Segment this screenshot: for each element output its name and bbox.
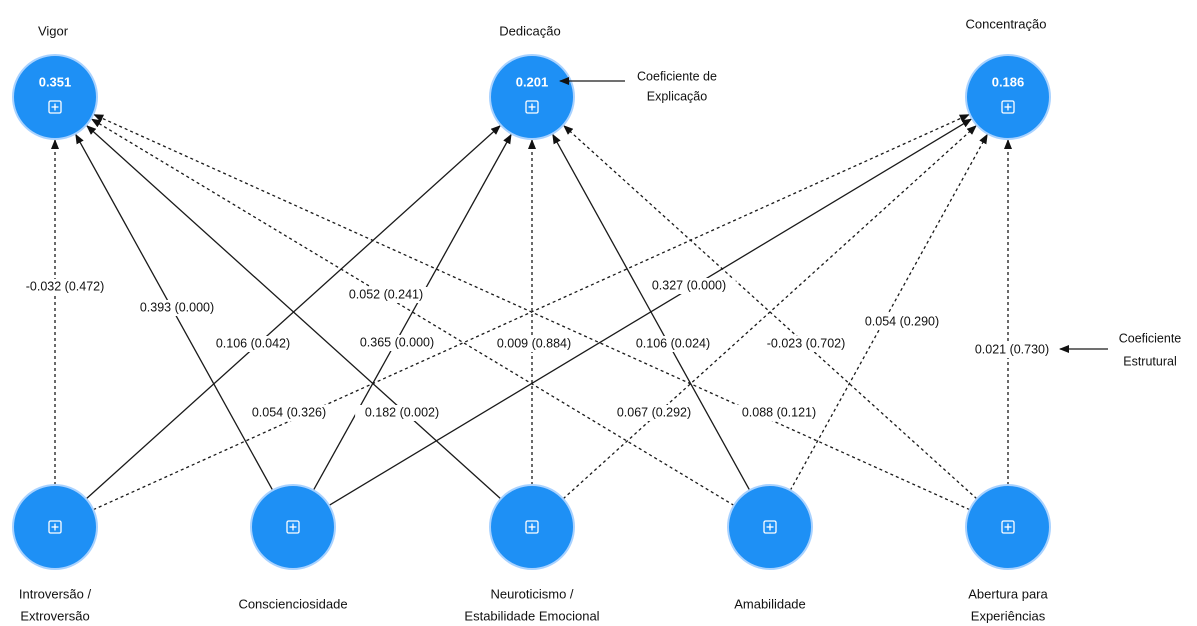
edge-introversao-to-dedicacao — [85, 125, 501, 500]
node-circle[interactable] — [12, 54, 98, 140]
edge-label-background — [755, 336, 857, 352]
edge-label-background — [355, 405, 449, 421]
edge-labels-layer: -0.032 (0.472) 0.393 (0.000) 0.182 (0.002)… — [14, 278, 1059, 421]
node-label-line: Amabilidade — [734, 596, 806, 611]
annotation-text-line: Explicação — [647, 89, 707, 103]
edge-label-group: -0.023 (0.702) — [755, 336, 857, 352]
node-label: Concentração — [966, 16, 1047, 31]
node-conscienciosidade[interactable]: Conscienciosidade — [238, 484, 348, 611]
node-label: Vigor — [38, 23, 69, 38]
edge-label-group: 0.021 (0.730) — [965, 342, 1059, 358]
annotations-layer: Coeficiente de ExplicaçãoCoeficienteEstru… — [559, 69, 1182, 368]
edge-label-group: 0.182 (0.002) — [355, 405, 449, 421]
node-circle[interactable] — [489, 54, 575, 140]
edge-label-background — [350, 335, 444, 351]
edge-label-background — [965, 342, 1059, 358]
node-label-line: Neuroticismo / — [490, 586, 573, 601]
edge-label-group: 0.088 (0.121) — [732, 405, 826, 421]
edge-label: -0.023 (0.702) — [767, 336, 846, 350]
node-dedicacao[interactable]: 0.201 Dedicação — [489, 23, 575, 140]
node-label-line: Abertura para — [968, 586, 1048, 601]
expand-icon[interactable] — [525, 520, 539, 534]
edge-label-background — [206, 336, 300, 352]
node-circle[interactable] — [965, 54, 1051, 140]
edge-label: 0.009 (0.884) — [497, 336, 571, 350]
expand-icon[interactable] — [1001, 100, 1015, 114]
edge-label-background — [242, 405, 336, 421]
node-label: Dedicação — [499, 23, 560, 38]
expand-icon[interactable] — [48, 100, 62, 114]
annotation-text-line: Coeficiente — [1119, 331, 1182, 345]
edge-label-background — [732, 405, 826, 421]
r-squared-value: 0.351 — [39, 74, 72, 89]
edge-label-background — [339, 287, 433, 303]
edge-label-background — [487, 336, 581, 352]
edge-label-group: 0.365 (0.000) — [350, 335, 444, 351]
edge-conscienciosidade-to-dedicacao — [312, 133, 512, 491]
edge-label-group: 0.054 (0.326) — [242, 405, 336, 421]
node-vigor[interactable]: 0.351 Vigor — [12, 23, 98, 140]
annotation-coeficiente-explicacao: Coeficiente de Explicação — [559, 69, 717, 103]
edge-label: 0.106 (0.042) — [216, 336, 290, 350]
node-label-line: Conscienciosidade — [238, 596, 347, 611]
r-squared-value: 0.201 — [516, 74, 549, 89]
annotation-text-line: Coeficiente de — [637, 69, 717, 83]
nodes-layer: 0.351 Vigor 0.201 Dedicação 0.186 Concentraçã… — [12, 16, 1051, 623]
node-concentracao[interactable]: 0.186 Concentração — [965, 16, 1051, 140]
edge-label-group: 0.067 (0.292) — [607, 405, 701, 421]
node-label-line: Experiências — [971, 608, 1046, 623]
edge-amabilidade-to-dedicacao — [552, 133, 751, 491]
annotation-text-line: Estrutural — [1123, 354, 1177, 368]
edge-label: 0.054 (0.326) — [252, 405, 326, 419]
edge-label-group: 0.393 (0.000) — [130, 300, 224, 316]
edge-label: 0.088 (0.121) — [742, 405, 816, 419]
edge-label: 0.327 (0.000) — [652, 278, 726, 292]
edge-label-background — [14, 279, 116, 295]
expand-icon[interactable] — [48, 520, 62, 534]
r-squared-value: 0.186 — [992, 74, 1025, 89]
node-label-line: Estabilidade Emocional — [464, 608, 599, 623]
edge-label-group: 0.054 (0.290) — [855, 314, 949, 330]
edge-label: 0.052 (0.241) — [349, 287, 423, 301]
edge-label-group: -0.032 (0.472) — [14, 279, 116, 295]
node-label-line: Extroversão — [20, 608, 89, 623]
edge-introversao-to-concentracao — [93, 114, 970, 511]
expand-icon[interactable] — [286, 520, 300, 534]
edge-label-background — [607, 405, 701, 421]
edge-amabilidade-to-concentracao — [789, 133, 988, 491]
edge-label: -0.032 (0.472) — [26, 279, 105, 293]
expand-icon[interactable] — [525, 100, 539, 114]
edge-label-background — [855, 314, 949, 330]
edge-label-background — [642, 278, 736, 294]
edge-label-group: 0.327 (0.000) — [642, 278, 736, 294]
node-neuroticismo[interactable]: Neuroticismo / Estabilidade Emocional — [464, 484, 600, 623]
edge-label: 0.182 (0.002) — [365, 405, 439, 419]
edge-conscienciosidade-to-concentracao — [328, 118, 973, 506]
edge-label-group: 0.009 (0.884) — [487, 336, 581, 352]
edge-label-background — [130, 300, 224, 316]
edges-layer — [51, 114, 1012, 511]
node-introversao[interactable]: Introversão / Extroversão — [12, 484, 98, 623]
edge-neuroticismo-to-concentracao — [562, 125, 977, 500]
expand-icon[interactable] — [763, 520, 777, 534]
edge-label: 0.054 (0.290) — [865, 314, 939, 328]
edge-label-group: 0.106 (0.042) — [206, 336, 300, 352]
edge-label-group: 0.052 (0.241) — [339, 287, 433, 303]
edge-label: 0.021 (0.730) — [975, 342, 1049, 356]
edge-label: 0.365 (0.000) — [360, 335, 434, 349]
edge-label: 0.393 (0.000) — [140, 300, 214, 314]
edge-label-background — [626, 336, 720, 352]
node-label-line: Introversão / — [19, 586, 92, 601]
expand-icon[interactable] — [1001, 520, 1015, 534]
edge-label: 0.067 (0.292) — [617, 405, 691, 419]
edge-label-group: 0.106 (0.024) — [626, 336, 720, 352]
node-amabilidade[interactable]: Amabilidade — [727, 484, 813, 611]
edge-label: 0.106 (0.024) — [636, 336, 710, 350]
